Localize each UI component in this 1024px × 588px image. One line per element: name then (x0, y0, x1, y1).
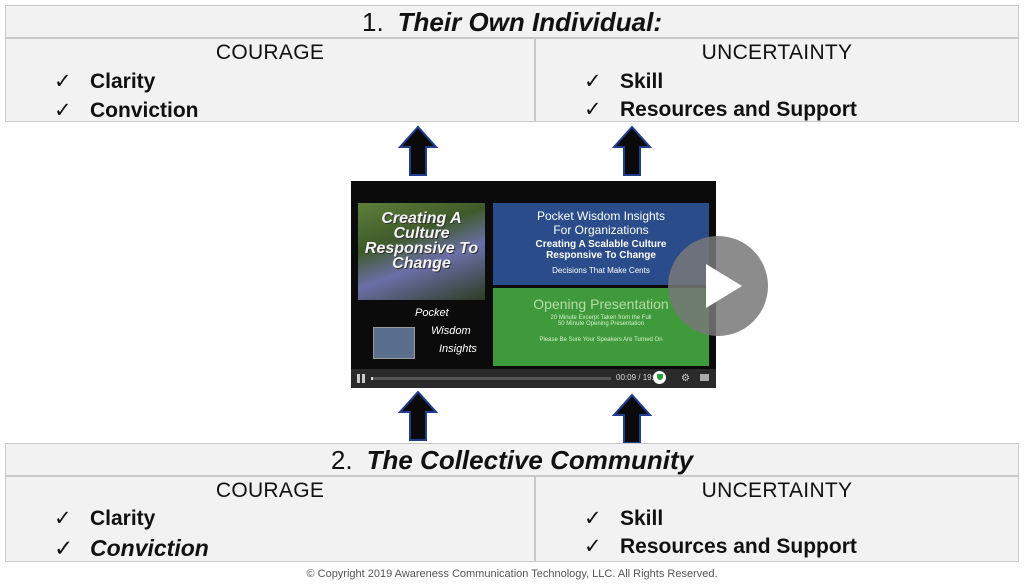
item-label: Conviction (90, 535, 209, 561)
shield-icon[interactable] (653, 371, 666, 384)
pw-badge-icon (373, 327, 415, 359)
gear-icon[interactable]: ⚙ (681, 373, 690, 384)
section-title: Their Own Individual: (397, 7, 663, 37)
section-number: 1. (361, 7, 384, 37)
section-title-community: 2. The Collective Community (5, 443, 1019, 476)
item-label: Resources and Support (620, 535, 857, 558)
check-item: ✓ Clarity (54, 506, 155, 531)
section-title: The Collective Community (366, 445, 694, 475)
check-item: ✓ Conviction (54, 535, 209, 562)
check-icon: ✓ (584, 535, 602, 558)
check-item: ✓ Skill (584, 506, 663, 531)
slide-title: Opening Presentation (533, 296, 669, 312)
uncertainty-box-bottom: UNCERTAINTY ✓ Skill ✓ Resources and Suppor… (535, 476, 1019, 562)
copyright-footer: © Copyright 2019 Awareness Communication… (306, 568, 718, 580)
check-icon: ✓ (54, 70, 72, 93)
item-label: Clarity (90, 507, 156, 530)
fullscreen-icon[interactable] (700, 374, 709, 381)
play-button[interactable] (668, 236, 768, 336)
item-label: Conviction (90, 99, 199, 122)
title-slide-blue: Pocket Wisdom Insights For Organizations… (493, 203, 709, 285)
slide-sub: 50 Minute Opening Presentation (557, 321, 645, 327)
slide-line: Responsive To Change (546, 250, 656, 261)
section-title-individual: 1. Their Own Individual: (5, 5, 1019, 38)
thumbnail-title: Creating A Culture Responsive To Change (364, 210, 479, 272)
slide-line: For Organizations (553, 223, 649, 237)
uncertainty-heading: UNCERTAINTY (701, 479, 853, 502)
courage-box-bottom: COURAGE ✓ Clarity ✓ Conviction (5, 476, 535, 562)
slide-line: Pocket Wisdom Insights (536, 209, 666, 223)
check-item: ✓ Resources and Support (584, 534, 857, 559)
courage-box-top: COURAGE ✓ Clarity ✓ Conviction (5, 38, 535, 122)
check-item: ✓ Resources and Support (584, 97, 857, 122)
pw-line: Insights (439, 343, 477, 355)
item-label: Resources and Support (620, 98, 857, 121)
slide-foot: Please Be Sure Your Speakers Are Turned … (539, 337, 663, 343)
up-arrow-icon (612, 125, 652, 176)
video-thumbnail: Creating A Culture Responsive To Change (358, 203, 485, 300)
check-icon: ✓ (584, 507, 602, 530)
item-label: Skill (620, 70, 664, 93)
check-icon: ✓ (54, 535, 74, 561)
slide-line: Decisions That Make Cents (552, 266, 650, 275)
up-arrow-icon (612, 393, 652, 444)
item-label: Clarity (90, 70, 156, 93)
uncertainty-heading: UNCERTAINTY (701, 41, 853, 64)
section-number: 2. (330, 445, 353, 475)
check-item: ✓ Clarity (54, 69, 155, 94)
slide-sub: 20 Minute Excerpt Taken from the Full (550, 315, 652, 321)
slide-line: Creating A Scalable Culture (535, 239, 667, 250)
pause-icon[interactable] (357, 374, 365, 383)
check-icon: ✓ (54, 99, 72, 122)
courage-heading: COURAGE (215, 479, 325, 502)
progress-track[interactable] (371, 377, 611, 380)
pocket-wisdom-logo: Pocket Wisdom Insights (371, 307, 481, 363)
item-label: Skill (620, 507, 664, 530)
time-display: 00:09 / 19:5 (616, 373, 659, 382)
title-slide-green: Opening Presentation 20 Minute Excerpt T… (493, 288, 709, 366)
up-arrow-icon (398, 125, 438, 176)
check-item: ✓ Skill (584, 69, 663, 94)
pw-line: Wisdom (431, 325, 471, 337)
pw-line: Pocket (415, 307, 449, 319)
check-icon: ✓ (584, 98, 602, 121)
uncertainty-box-top: UNCERTAINTY ✓ Skill ✓ Resources and Suppor… (535, 38, 1019, 122)
progress-fill (371, 377, 374, 380)
check-item: ✓ Conviction (54, 98, 199, 123)
video-controls: 00:09 / 19:5 ⚙ (351, 369, 716, 388)
check-icon: ✓ (54, 507, 72, 530)
video-player[interactable]: Creating A Culture Responsive To Change … (351, 181, 716, 388)
check-icon: ✓ (584, 70, 602, 93)
up-arrow-icon (398, 390, 438, 441)
courage-heading: COURAGE (215, 41, 325, 64)
play-icon (706, 264, 742, 308)
